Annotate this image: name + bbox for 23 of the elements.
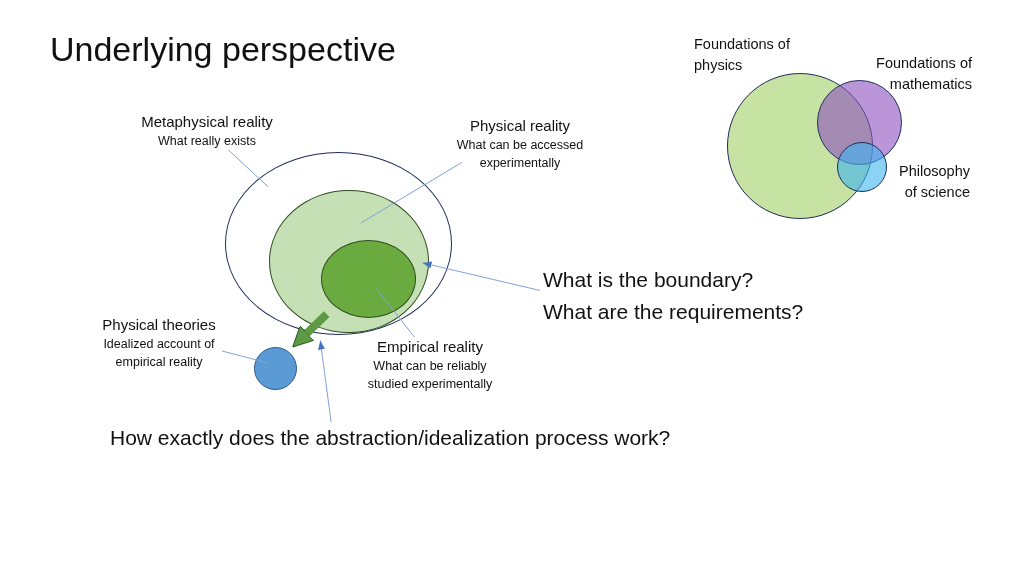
circle-label: Philosophy of science (898, 162, 970, 202)
leader-line (360, 161, 463, 224)
arrow (318, 340, 332, 423)
description-label: Idealized account of empirical reality (102, 336, 216, 371)
question-text: What is the boundary? (543, 267, 755, 293)
description-label: What can be accessed experimentally (455, 137, 585, 172)
ellipse (321, 240, 416, 318)
heading-label: Metaphysical reality (140, 112, 274, 132)
title: Underlying perspective (50, 30, 396, 69)
leader-line (375, 287, 415, 338)
question-text: What are the requirements? (543, 299, 805, 325)
heading-label: Physical reality (468, 116, 571, 136)
description-label: What can be reliably studied experimentally (366, 358, 494, 393)
description-label: What really exists (157, 133, 257, 150)
circle-label: Foundations of physics (694, 35, 791, 75)
heading-label: Empirical reality (376, 337, 484, 357)
leader-line (227, 149, 269, 188)
arrow (422, 261, 541, 291)
circle (254, 347, 297, 390)
heading-label: Physical theories (101, 315, 217, 335)
circle-label: Foundations of mathematics (875, 54, 972, 94)
question-text: How exactly does the abstraction/idealization process work? (110, 425, 672, 451)
leader-line (221, 350, 269, 364)
